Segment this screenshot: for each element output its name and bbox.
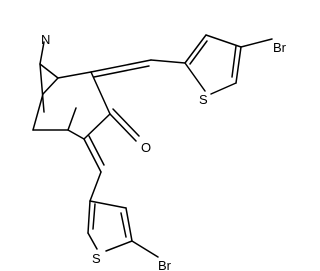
bond — [57, 71, 92, 79]
bond — [67, 129, 85, 140]
bond — [90, 59, 152, 73]
bond-lines — [32, 34, 273, 258]
bond — [112, 108, 140, 137]
bond — [184, 62, 206, 92]
bond — [105, 240, 133, 252]
bond — [235, 46, 242, 84]
bond — [87, 232, 98, 250]
bond — [39, 63, 45, 113]
atom-label-n: N — [41, 32, 50, 47]
atom-label-o: O — [141, 140, 151, 155]
atom-label-s-lower: S — [92, 251, 101, 266]
molecule-canvas: N O S Br S Br — [32, 32, 287, 271]
bond — [39, 63, 59, 79]
atom-label-s-upper: S — [199, 92, 208, 107]
bond — [131, 240, 159, 258]
bond — [87, 200, 91, 234]
bond — [67, 107, 77, 131]
atom-labels: N O S Br S Br — [41, 32, 287, 271]
bond — [240, 38, 273, 48]
bond — [88, 135, 105, 166]
bond — [89, 200, 127, 209]
atom-label-br-lower: Br — [158, 258, 172, 271]
bond — [90, 71, 111, 115]
bond — [39, 41, 45, 65]
bond — [210, 82, 237, 95]
bond — [83, 138, 102, 173]
bond — [92, 203, 96, 230]
bond — [205, 34, 242, 48]
bond — [189, 40, 208, 65]
bond — [83, 113, 111, 140]
bond — [150, 59, 186, 64]
bond — [93, 65, 150, 78]
bond — [231, 45, 237, 78]
bond — [89, 171, 102, 202]
molecule-diagram: N O S Br S Br — [32, 32, 287, 271]
bond — [109, 113, 137, 142]
bond — [120, 212, 127, 238]
bond — [184, 34, 207, 64]
bond — [125, 207, 133, 242]
atom-label-br-upper: Br — [273, 40, 287, 55]
bond — [32, 93, 44, 131]
bond — [42, 77, 59, 95]
